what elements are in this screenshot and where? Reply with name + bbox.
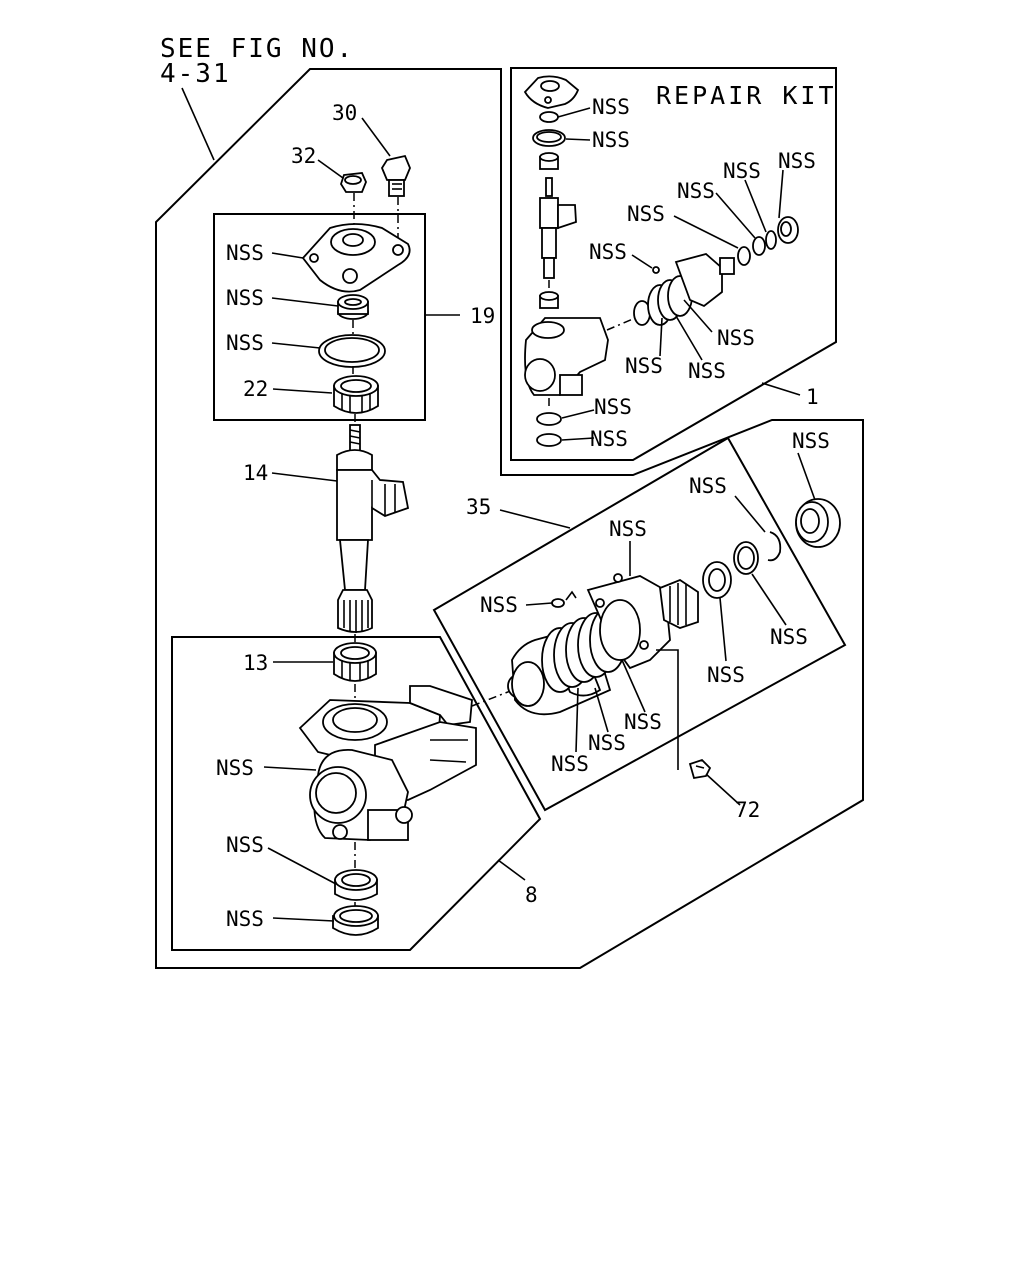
valve-oring-part [733,541,759,575]
cover-nut-part [340,172,367,193]
cover-assembly-frame [213,213,426,421]
cover-nut-label: 32 [291,144,316,168]
nss-label: NSS [226,241,264,265]
cover-bolt-part [380,154,411,197]
housing-seal-part [334,869,378,901]
nss-label: NSS [609,517,647,541]
kit-bearing-3-part [777,216,799,244]
kit-cover-part [523,75,580,109]
housing-ring-part [332,905,379,936]
valve-assembly-ref-label: 35 [466,495,491,519]
cover-seal-part [337,294,369,320]
kit-housing-part [524,317,609,396]
nss-label: NSS [594,395,632,419]
nss-label: NSS [589,240,627,264]
housing-assembly-frame [171,636,542,951]
see-fig-label: SEE FIG NO. [160,34,354,64]
housing-assembly-ref-label: 8 [525,883,538,907]
nss-label: NSS [226,833,264,857]
nss-label: NSS [770,625,808,649]
kit-shaft-part [539,177,577,279]
sector-shaft-label: 14 [243,461,268,485]
nss-label: NSS [216,756,254,780]
valve-bearing-part [795,498,841,548]
cover-bearing-part [333,375,379,414]
kit-oring-part [532,129,566,147]
nss-label: NSS [590,427,628,451]
valve-pin-part [565,590,577,601]
nss-label: NSS [624,710,662,734]
nss-label: NSS [792,429,830,453]
plug-bolt-part [688,758,712,780]
main-assembly-outline [155,68,864,969]
nss-label: NSS [551,752,589,776]
nss-label: NSS [226,286,264,310]
kit-ring-1-part [737,246,751,266]
sector-shaft-part [336,424,410,633]
kit-lower-seal-part [536,412,562,426]
kit-bearing-2-part [539,291,559,309]
kit-seal-part [539,111,559,123]
nss-label: NSS [689,474,727,498]
kit-valve-part [633,253,735,326]
repair-kit-frame [510,67,837,461]
nss-label: NSS [588,731,626,755]
nss-label: NSS [677,179,715,203]
plug-bolt-leader-line [656,649,679,770]
nss-label: NSS [592,128,630,152]
kit-ring-3-part [765,230,777,250]
valve-snap-ring-part [767,531,782,562]
gear-housing-part [298,685,477,841]
cover-assembly-ref-label: 19 [470,304,495,328]
valve-assembly-frame [432,436,847,812]
nss-label: NSS [592,95,630,119]
valve-seal-ring-part [702,561,732,599]
kit-lower-ring-part [536,433,562,447]
cover-bearing-label: 22 [243,377,268,401]
nss-label: NSS [480,593,518,617]
needle-bearing-label: 13 [243,651,268,675]
nss-label: NSS [707,663,745,687]
nss-label: NSS [226,331,264,355]
nss-label: NSS [627,202,665,226]
nss-label: NSS [226,907,264,931]
housing-bearing-part [333,642,377,682]
see-fig-leader [181,87,215,161]
nss-label: NSS [625,354,663,378]
nss-label: NSS [688,359,726,383]
kit-bearing-part [539,152,559,170]
plug-bolt-label: 72 [735,798,760,822]
kit-small-ring-part [652,266,660,274]
repair-kit-title: REPAIR KIT [656,81,837,110]
repair-kit-ref-label: 1 [806,385,819,409]
cover-bolt-label: 30 [332,101,357,125]
nss-label: NSS [778,149,816,173]
see-fig-number: 4-31 [160,59,231,89]
nss-label: NSS [723,159,761,183]
gear-cover-part [301,223,411,293]
valve-body-part [507,573,699,716]
valve-small-ring-part [551,598,565,608]
nss-label: NSS [717,326,755,350]
kit-valve-axis [606,315,641,331]
kit-ring-2-part [752,236,766,256]
cover-oring-part [318,334,386,368]
leader-lines [263,107,816,922]
